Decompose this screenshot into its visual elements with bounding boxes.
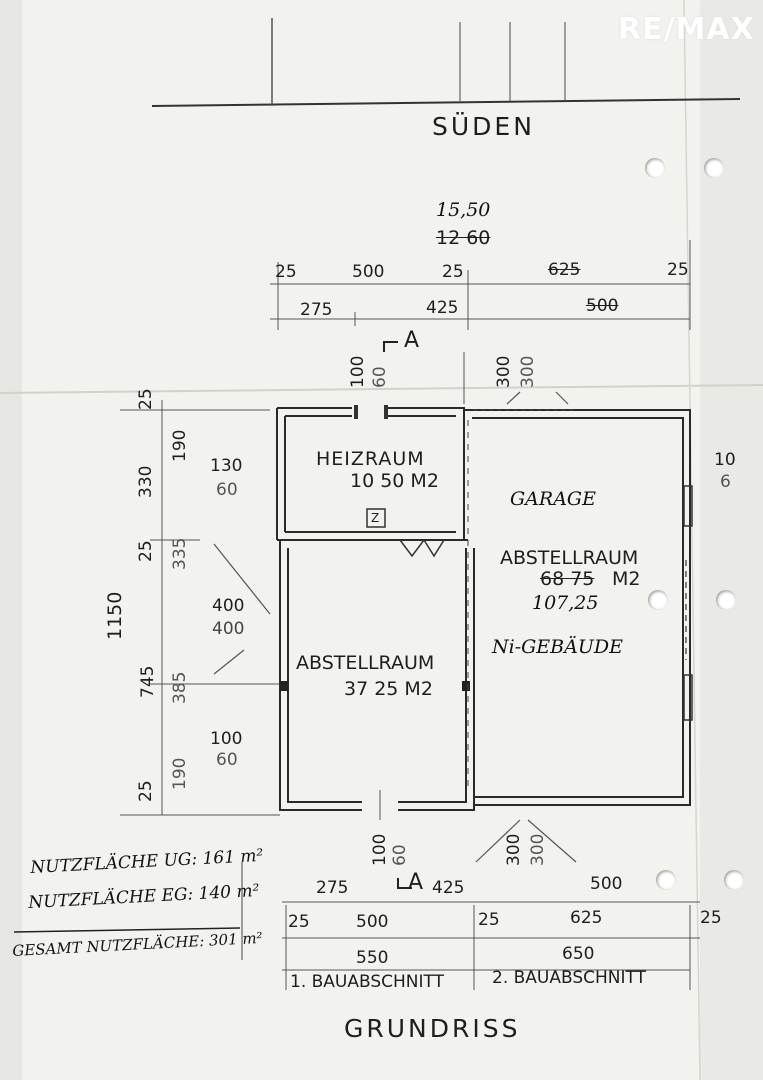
- dim-left-3: 190: [170, 429, 190, 462]
- punch-hole-icon: [645, 158, 665, 178]
- room-area-heizraum: 10 50 M2: [350, 470, 439, 492]
- room-name-garage: GARAGE: [510, 488, 596, 510]
- punch-hole-icon: [648, 590, 668, 610]
- room-name-abstellraum-right: ABSTELLRAUM: [500, 547, 639, 569]
- dim-right-2: 6: [720, 472, 731, 492]
- dim-opening-3: 400: [212, 596, 245, 616]
- dim-top-7: 425: [426, 298, 459, 318]
- dim-top-2: 500: [352, 262, 385, 282]
- punch-hole-icon: [716, 590, 736, 610]
- dim-door-bottom-1: 100: [370, 833, 390, 866]
- heading-south: SÜDEN: [432, 112, 535, 141]
- dim-garage-door-top-1: 300: [494, 355, 514, 388]
- dim-opening-2: 60: [216, 480, 238, 500]
- dim-top-5: 25: [667, 260, 689, 280]
- dim-bottom-5: 500: [356, 912, 389, 932]
- dim-garage-door-top-2: 300: [518, 355, 538, 388]
- room-name-abstellraum-left: ABSTELLRAUM: [296, 652, 435, 674]
- dim-right-1: 10: [714, 450, 736, 470]
- dim-top-8: 500: [586, 296, 619, 316]
- room-name-heizraum: HEIZRAUM: [316, 448, 425, 470]
- dim-bottom-10: 650: [562, 944, 595, 964]
- dim-opening-6: 60: [216, 750, 238, 770]
- punch-hole-icon: [704, 158, 724, 178]
- room-area-abstellraum-right-new: 107,25: [532, 592, 599, 614]
- dim-opening-1: 130: [210, 456, 243, 476]
- dim-garage-door-bottom-1: 300: [504, 833, 524, 866]
- dim-total-width-struck: 12 60: [436, 227, 491, 249]
- dim-left-5: 335: [170, 537, 190, 570]
- remax-logo: RE/MAX: [618, 12, 755, 47]
- dim-left-2: 330: [136, 465, 156, 498]
- phase-first: 1. BAUABSCHNITT: [290, 972, 444, 992]
- dim-left-8: 25: [136, 780, 156, 802]
- punch-hole-icon: [656, 870, 676, 890]
- dim-left-6: 745: [138, 665, 158, 698]
- punch-hole-icon: [724, 870, 744, 890]
- dim-bottom-3: 500: [590, 874, 623, 894]
- dim-bottom-1: 275: [316, 878, 349, 898]
- heading-floor-plan: GRUNDRISS: [344, 1014, 521, 1043]
- dim-bottom-9: 550: [356, 948, 389, 968]
- dim-total-width: 15,50: [436, 199, 491, 221]
- room-area-abstellraum-left: 37 25 M2: [344, 678, 433, 700]
- dim-bottom-2: 425: [432, 878, 465, 898]
- room-area-abstellraum-right-struck: 68 75: [540, 568, 595, 590]
- dim-garage-door-bottom-2: 300: [528, 833, 548, 866]
- dim-opening-5: 100: [210, 729, 243, 749]
- dim-door-bottom-2: 60: [390, 844, 410, 866]
- dim-bottom-8: 25: [700, 908, 722, 928]
- dim-left-4: 25: [136, 540, 156, 562]
- dim-bottom-6: 25: [478, 910, 500, 930]
- dim-top-1: 25: [275, 262, 297, 282]
- dim-top-4: 625: [548, 260, 581, 280]
- dim-bottom-7: 625: [570, 908, 603, 928]
- section-marker-bottom: A: [408, 870, 424, 895]
- dim-left-total: 1150: [104, 591, 126, 640]
- stove-symbol: Z: [371, 511, 380, 525]
- room-area-unit: M2: [612, 568, 641, 590]
- phase-second: 2. BAUABSCHNITT: [492, 968, 646, 988]
- section-marker-top: A: [404, 328, 420, 353]
- dim-left-7: 385: [170, 671, 190, 704]
- dim-door-top-1: 100: [348, 355, 368, 388]
- room-name-nebengebaeude: Ni-GEBÄUDE: [492, 636, 623, 658]
- dim-top-3: 25: [442, 262, 464, 282]
- dim-door-top-2: 60: [370, 366, 390, 388]
- dim-bottom-4: 25: [288, 912, 310, 932]
- dim-left-9: 190: [170, 757, 190, 790]
- dim-left-1: 25: [136, 388, 156, 410]
- dim-top-6: 275: [300, 300, 333, 320]
- dim-opening-4: 400: [212, 619, 245, 639]
